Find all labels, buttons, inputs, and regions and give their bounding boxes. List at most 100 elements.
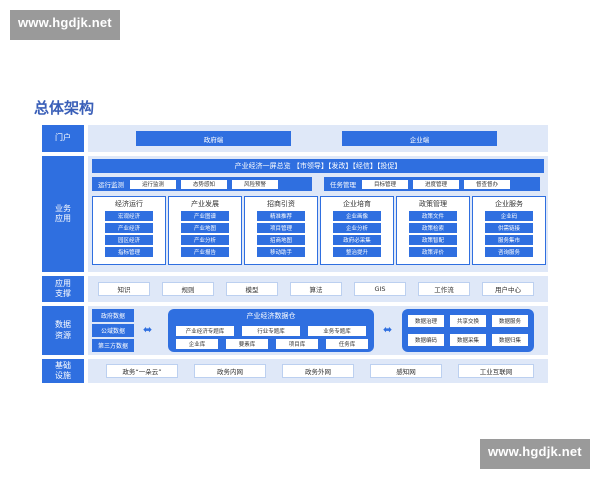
portal-enterprise: 企业端 — [342, 131, 497, 146]
module-item: 产业经济 — [105, 223, 153, 233]
warehouse-item: 要素库 — [226, 339, 268, 349]
support-item: 工作流 — [418, 282, 470, 296]
task-management-item: 目标管理 — [362, 179, 408, 189]
module-item: 产业报告 — [181, 247, 229, 257]
module-industry-development: 产业发展 产业图谱 产业地图 产业分析 产业报告 — [168, 196, 242, 265]
task-management-item: 进度管理 — [413, 179, 459, 189]
portal-government: 政府端 — [136, 131, 291, 146]
double-arrow-icon: ⬌ — [383, 323, 393, 336]
portal-content: 政府端 企业端 — [88, 125, 548, 152]
operation-monitor-item: 风险预警 — [232, 179, 278, 189]
operation-monitor-title: 运行监测 — [98, 181, 124, 189]
module-item: 移动助手 — [257, 247, 305, 257]
data-service-item: 数据归集 — [492, 334, 528, 346]
infra-item: 感知网 — [370, 364, 442, 378]
module-item: 服务集市 — [485, 235, 533, 245]
module-title: 企业培育 — [343, 200, 371, 208]
business-layer: 业务 应用 产业经济一屏总览 【市领导】【发改】【经信】【投促】 运行监测 运行… — [42, 156, 548, 272]
module-enterprise-cultivation: 企业培育 企业画像 企业分析 政府必采集 整治提升 — [320, 196, 394, 265]
data-service-item: 数据编码 — [408, 334, 444, 346]
overview-header: 产业经济一屏总览 【市领导】【发改】【经信】【投促】 — [92, 159, 544, 173]
infra-item: 政务“一朵云” — [106, 364, 178, 378]
task-management-title: 任务管理 — [330, 181, 356, 189]
infra-content: 政务“一朵云” 政务内网 政务外网 感知网 工业互联网 — [88, 359, 548, 383]
module-item: 项目管理 — [257, 223, 305, 233]
support-item: 用户中心 — [482, 282, 534, 296]
support-item: 规则 — [162, 282, 214, 296]
module-title: 经济运行 — [115, 200, 143, 208]
warehouse-item: 产业经济专题库 — [176, 326, 234, 336]
operation-monitor-item: 态势感知 — [181, 179, 227, 189]
module-item: 精准推荐 — [257, 211, 305, 221]
support-content: 知识 规则 模型 算法 GIS 工作流 用户中心 — [88, 276, 548, 302]
task-management-bar: 任务管理 目标管理 进度管理 督查督办 — [324, 177, 540, 191]
data-service-item: 数据服务 — [492, 315, 528, 327]
double-arrow-icon: ⬌ — [143, 323, 153, 336]
warehouse-item: 任务库 — [326, 339, 368, 349]
module-item: 政策检索 — [409, 223, 457, 233]
data-content: 政府数据 公域数据 第三方数据 ⬌ 产业经济数据仓 产业经济专题库 行业专题库 … — [88, 306, 548, 355]
infra-item: 政务外网 — [282, 364, 354, 378]
data-label: 数据 资源 — [42, 306, 84, 355]
module-item: 咨询服务 — [485, 247, 533, 257]
watermark-bottom: www.hgdjk.net — [480, 439, 590, 469]
module-item: 政策评价 — [409, 247, 457, 257]
business-content: 产业经济一屏总览 【市领导】【发改】【经信】【投促】 运行监测 运行监测 态势感… — [88, 156, 548, 272]
module-item: 政府必采集 — [333, 235, 381, 245]
module-item: 产业地图 — [181, 223, 229, 233]
operation-monitor-item: 运行监测 — [130, 179, 176, 189]
data-service-item: 数据采集 — [450, 334, 486, 346]
module-investment-attraction: 招商引资 精准推荐 项目管理 招商地图 移动助手 — [244, 196, 318, 265]
watermark-top: www.hgdjk.net — [10, 10, 120, 40]
support-item: GIS — [354, 282, 406, 296]
module-economic-operation: 经济运行 宏观经济 产业经济 园区经济 指标管理 — [92, 196, 166, 265]
module-item: 产业分析 — [181, 235, 229, 245]
infra-layer: 基础 设施 政务“一朵云” 政务内网 政务外网 感知网 工业互联网 — [42, 359, 548, 383]
module-title: 企业服务 — [495, 200, 523, 208]
module-item: 企业分析 — [333, 223, 381, 233]
task-management-item: 督查督办 — [464, 179, 510, 189]
module-item: 企业码 — [485, 211, 533, 221]
warehouse-item: 项目库 — [276, 339, 318, 349]
module-item: 供需链接 — [485, 223, 533, 233]
support-label: 应用 支撑 — [42, 276, 84, 302]
warehouse-item: 业务专题库 — [308, 326, 366, 336]
module-title: 产业发展 — [191, 200, 219, 208]
portal-layer: 门户 政府端 企业端 — [42, 125, 548, 152]
support-item: 知识 — [98, 282, 150, 296]
module-item: 招商地图 — [257, 235, 305, 245]
module-item: 园区经济 — [105, 235, 153, 245]
warehouse-item: 行业专题库 — [242, 326, 300, 336]
support-layer: 应用 支撑 知识 规则 模型 算法 GIS 工作流 用户中心 — [42, 276, 548, 302]
infra-item: 工业互联网 — [458, 364, 534, 378]
data-layer: 数据 资源 政府数据 公域数据 第三方数据 ⬌ 产业经济数据仓 产业经济专题库 … — [42, 306, 548, 355]
module-title: 政策管理 — [419, 200, 447, 208]
portal-label: 门户 — [42, 125, 84, 152]
business-label: 业务 应用 — [42, 156, 84, 272]
data-warehouse: 产业经济数据仓 产业经济专题库 行业专题库 业务专题库 企业库 要素库 项目库 … — [168, 309, 374, 352]
warehouse-item: 企业库 — [176, 339, 218, 349]
data-source-public: 公域数据 — [92, 324, 134, 337]
infra-item: 政务内网 — [194, 364, 266, 378]
support-item: 算法 — [290, 282, 342, 296]
infra-label: 基础 设施 — [42, 359, 84, 383]
warehouse-title: 产业经济数据仓 — [246, 312, 296, 320]
module-enterprise-service: 企业服务 企业码 供需链接 服务集市 咨询服务 — [472, 196, 546, 265]
module-item: 宏观经济 — [105, 211, 153, 221]
architecture-diagram: 门户 政府端 企业端 业务 应用 产业经济一屏总览 【市领导】【发改】【经信】【… — [42, 125, 548, 385]
data-source-government: 政府数据 — [92, 309, 134, 322]
data-source-third-party: 第三方数据 — [92, 339, 134, 352]
data-service-item: 共享交换 — [450, 315, 486, 327]
module-item: 产业图谱 — [181, 211, 229, 221]
data-service-item: 数据治理 — [408, 315, 444, 327]
module-item: 政策智配 — [409, 235, 457, 245]
data-services: 数据治理 共享交换 数据服务 数据编码 数据采集 数据归集 — [402, 309, 534, 352]
module-item: 企业画像 — [333, 211, 381, 221]
module-policy-management: 政策管理 政策文件 政策检索 政策智配 政策评价 — [396, 196, 470, 265]
module-title: 招商引资 — [267, 200, 295, 208]
support-item: 模型 — [226, 282, 278, 296]
module-item: 指标管理 — [105, 247, 153, 257]
operation-monitor-bar: 运行监测 运行监测 态势感知 风险预警 — [92, 177, 312, 191]
module-item: 整治提升 — [333, 247, 381, 257]
page-title: 总体架构 — [34, 99, 95, 117]
